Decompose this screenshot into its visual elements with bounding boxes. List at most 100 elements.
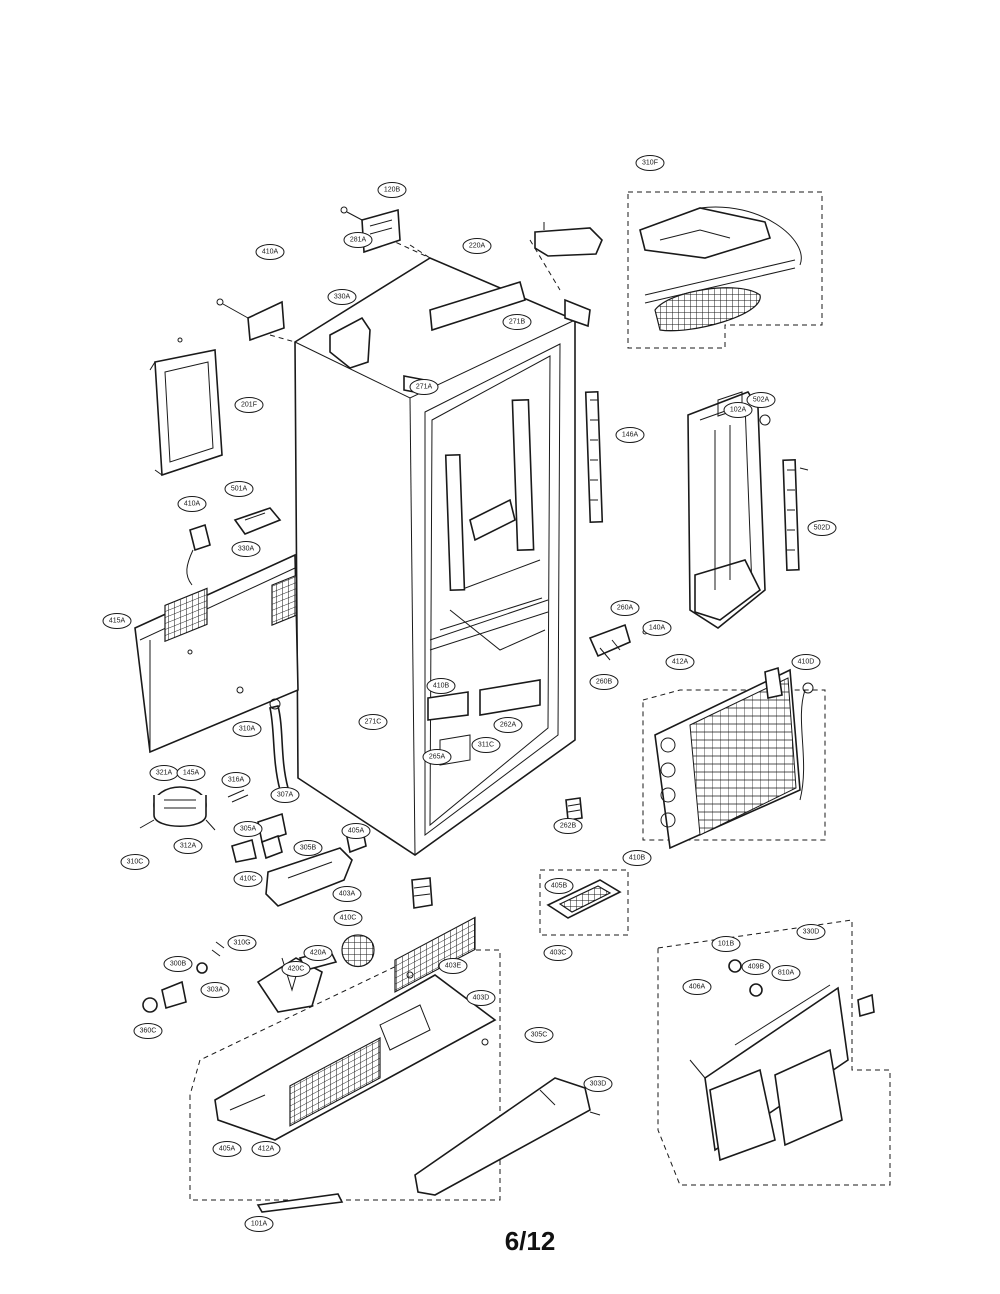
callout-145a: 145A: [176, 765, 206, 781]
svg-text:410D: 410D: [798, 659, 815, 666]
cabinet: [269, 234, 591, 856]
callout-262b: 262B: [553, 818, 583, 834]
callout-300b: 300B: [163, 956, 193, 972]
svg-text:310A: 310A: [239, 726, 256, 733]
callout-410a: 410A: [177, 496, 207, 512]
callout-406a: 406A: [682, 979, 712, 995]
callout-405a: 405A: [212, 1141, 242, 1157]
svg-text:405B: 405B: [551, 883, 568, 890]
svg-text:271A: 271A: [416, 384, 433, 391]
callout-502a: 502A: [746, 392, 776, 408]
svg-text:307A: 307A: [277, 792, 294, 799]
callout-labels: 120B281A310F410A220A271B330A271A201F146A…: [102, 155, 837, 1232]
sensor-415A: [186, 523, 211, 586]
svg-text:316A: 316A: [228, 777, 245, 784]
callout-420c: 420C: [281, 961, 311, 977]
callout-260b: 260B: [589, 674, 619, 690]
callout-260a: 260A: [610, 600, 640, 616]
door-liner-502A: [687, 391, 771, 629]
svg-text:271B: 271B: [509, 319, 526, 326]
callout-310f: 310F: [635, 155, 665, 171]
svg-text:305C: 305C: [531, 1032, 548, 1039]
callout-281a: 281A: [343, 232, 373, 248]
compressor: [139, 786, 216, 831]
svg-text:321A: 321A: [156, 770, 173, 777]
svg-text:101B: 101B: [718, 941, 735, 948]
callout-265a: 265A: [422, 749, 452, 765]
svg-text:406A: 406A: [689, 984, 706, 991]
callout-102a: 102A: [723, 402, 753, 418]
svg-text:410B: 410B: [433, 683, 450, 690]
svg-text:303D: 303D: [590, 1081, 607, 1088]
svg-text:305A: 305A: [240, 826, 257, 833]
callout-271c: 271C: [358, 714, 388, 730]
callout-321a: 321A: [149, 765, 179, 781]
callout-271a: 271A: [409, 379, 439, 395]
svg-text:330A: 330A: [238, 546, 255, 553]
callout-101b: 101B: [711, 936, 741, 952]
svg-text:265A: 265A: [429, 754, 446, 761]
svg-text:310G: 310G: [233, 940, 250, 947]
callout-330a: 330A: [231, 541, 261, 557]
svg-text:403E: 403E: [445, 963, 462, 970]
svg-text:310F: 310F: [642, 160, 658, 167]
svg-text:140A: 140A: [649, 625, 666, 632]
callout-271b: 271B: [502, 314, 532, 330]
callout-501a: 501A: [224, 481, 254, 497]
svg-text:262B: 262B: [560, 823, 577, 830]
callout-262a: 262A: [493, 717, 523, 733]
svg-text:262A: 262A: [500, 722, 517, 729]
callout-410a: 410A: [255, 244, 285, 260]
svg-text:405A: 405A: [348, 828, 365, 835]
svg-text:412A: 412A: [672, 659, 689, 666]
svg-text:410A: 410A: [262, 249, 279, 256]
callout-410b: 410B: [622, 850, 652, 866]
callout-410d: 410D: [791, 654, 821, 670]
svg-text:403D: 403D: [473, 995, 490, 1002]
top-cover-281A: [534, 222, 603, 257]
callout-330d: 330D: [796, 924, 826, 940]
callout-403a: 403A: [332, 886, 362, 902]
hinge-bracket-left: [216, 298, 285, 342]
callout-220a: 220A: [462, 238, 492, 254]
callout-201f: 201F: [234, 397, 264, 413]
svg-text:501A: 501A: [231, 486, 248, 493]
drain-hose-145A: [269, 698, 289, 791]
base-plate-300B: [189, 916, 501, 1201]
callout-412a: 412A: [665, 654, 695, 670]
svg-text:102A: 102A: [730, 407, 747, 414]
front-roller: [411, 877, 433, 909]
inset-409B: [539, 869, 629, 936]
svg-text:201F: 201F: [241, 402, 257, 409]
callout-311c: 311C: [471, 737, 501, 753]
svg-text:420A: 420A: [310, 950, 327, 957]
callout-310c: 310C: [120, 854, 150, 870]
cover-310C: [265, 847, 353, 907]
callout-316a: 316A: [221, 772, 251, 788]
callout-310g: 310G: [227, 935, 257, 951]
svg-text:403C: 403C: [550, 950, 567, 957]
callout-310a: 310A: [232, 721, 262, 737]
evaporator-assembly: [642, 666, 826, 850]
svg-text:810A: 810A: [778, 970, 795, 977]
svg-text:281A: 281A: [350, 237, 367, 244]
svg-text:403A: 403A: [339, 891, 356, 898]
svg-text:300B: 300B: [170, 961, 187, 968]
callout-410c: 410C: [333, 910, 363, 926]
gasket-strip-140A: [584, 391, 604, 523]
callout-360c: 360C: [133, 1023, 163, 1039]
relay-parts: [227, 789, 287, 863]
svg-text:502D: 502D: [814, 525, 831, 532]
svg-text:312A: 312A: [180, 843, 197, 850]
fan-parts: [142, 934, 375, 1013]
callout-403c: 403C: [543, 945, 573, 961]
svg-text:260A: 260A: [617, 605, 634, 612]
callout-140a: 140A: [642, 620, 672, 636]
door-gasket-201F: [149, 337, 223, 477]
inset-310F: [627, 191, 823, 349]
callout-405b: 405B: [544, 878, 574, 894]
callout-410b: 410B: [426, 678, 456, 694]
handle-101A: [414, 1077, 601, 1196]
svg-text:120B: 120B: [384, 187, 401, 194]
